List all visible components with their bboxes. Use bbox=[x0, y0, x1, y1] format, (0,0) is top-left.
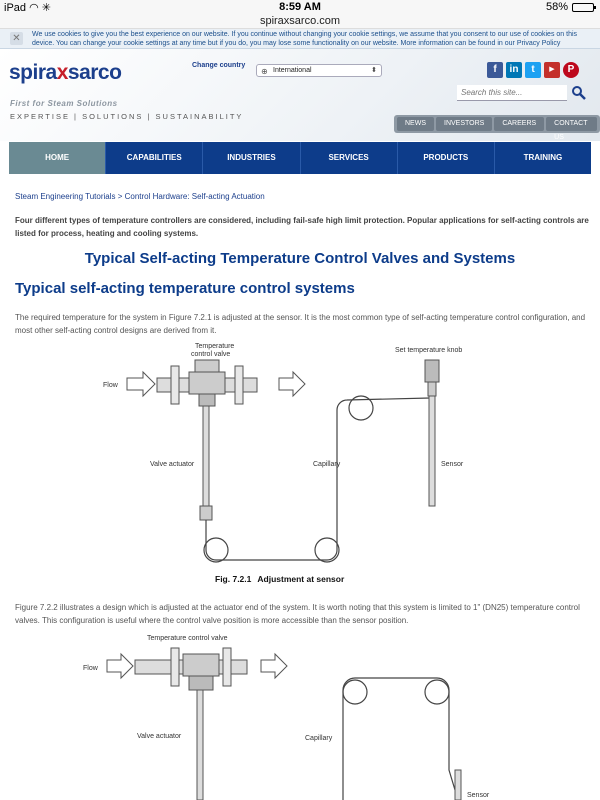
page-title: Typical Self-acting Temperature Control … bbox=[84, 250, 516, 267]
flange-right bbox=[222, 647, 232, 687]
social-links: f in t ▶ P bbox=[487, 62, 579, 78]
util-contact-us[interactable]: CONTACT US bbox=[546, 117, 597, 141]
label-sensor: Sensor bbox=[467, 792, 490, 799]
intro-text: Four different types of temperature cont… bbox=[15, 216, 589, 238]
linkedin-icon[interactable]: in bbox=[506, 62, 522, 78]
flow-arrow-out bbox=[278, 370, 306, 398]
util-news[interactable]: NEWS bbox=[397, 117, 434, 131]
label-sensor: Sensor bbox=[441, 461, 464, 468]
nav-industries[interactable]: INDUSTRIES bbox=[203, 142, 301, 174]
figure-7-2-1: Temperature control valve Flow Set tempe… bbox=[103, 343, 464, 584]
paragraph-2: Figure 7.2.2 illustrates a design which … bbox=[15, 603, 580, 625]
nav-products[interactable]: PRODUCTS bbox=[398, 142, 495, 174]
country-select[interactable]: ⊕ International ⬍ bbox=[256, 64, 382, 77]
valve-bonnet bbox=[194, 359, 220, 373]
youtube-icon[interactable]: ▶ bbox=[544, 62, 560, 78]
tagline: First for Steam Solutions bbox=[10, 99, 118, 108]
logo-text-spira: spira bbox=[9, 61, 57, 84]
battery-status: 58% bbox=[545, 1, 596, 13]
flange-left bbox=[170, 365, 180, 405]
logo-x: x bbox=[56, 61, 69, 84]
ios-status-bar: iPad ◠ ✳ 8:59 AM 58% bbox=[0, 0, 600, 15]
battery-percent: 58% bbox=[545, 1, 568, 13]
actuator-rod bbox=[202, 405, 210, 507]
valve-stem-housing bbox=[188, 675, 214, 691]
breadcrumb[interactable]: Steam Engineering Tutorials > Control Ha… bbox=[15, 192, 265, 201]
country-value: International bbox=[273, 67, 312, 74]
flange-right bbox=[234, 365, 244, 405]
device-label: iPad ◠ ✳ bbox=[4, 1, 51, 14]
pillars: EXPERTISE | SOLUTIONS | SUSTAINABILITY bbox=[10, 112, 244, 121]
globe-icon: ⊕ bbox=[261, 67, 268, 76]
valve-body bbox=[182, 653, 220, 677]
figure-7-2-2: Temperature control valve Flow Valve act… bbox=[83, 635, 490, 800]
loading-icon: ✳ bbox=[41, 2, 51, 14]
figure-caption: Fig. 7.2.1 Adjustment at sensor bbox=[215, 574, 345, 584]
flow-arrow-in bbox=[106, 652, 134, 680]
search-icon[interactable] bbox=[571, 85, 587, 101]
main-nav: HOME CAPABILITIES INDUSTRIES SERVICES PR… bbox=[9, 142, 591, 174]
caption-text: Adjustment at sensor bbox=[257, 574, 345, 584]
nav-services[interactable]: SERVICES bbox=[301, 142, 398, 174]
flow-arrow-out bbox=[260, 652, 288, 680]
label-valve-actuator: Valve actuator bbox=[137, 733, 182, 740]
paragraph-1: The required temperature for the system … bbox=[15, 313, 586, 335]
url-text: spiraxsarco.com bbox=[259, 15, 341, 27]
valve-stem-housing bbox=[198, 393, 216, 407]
logo-text-sarco: sarco bbox=[67, 61, 122, 84]
util-careers[interactable]: CAREERS bbox=[494, 117, 545, 131]
sensor-bulb bbox=[454, 769, 462, 800]
nav-home[interactable]: HOME bbox=[9, 142, 107, 174]
util-investors[interactable]: INVESTORS bbox=[436, 117, 493, 131]
change-country-label: Change country bbox=[192, 62, 246, 69]
logo[interactable]: spiraxsarco bbox=[9, 61, 122, 85]
label-flow: Flow bbox=[83, 665, 99, 672]
label-valve-line1: Temperature bbox=[195, 343, 234, 350]
capillary-tube bbox=[203, 395, 431, 563]
caption-number: Fig. 7.2.1 bbox=[215, 574, 252, 584]
site-header: spiraxsarco First for Steam Solutions EX… bbox=[0, 49, 600, 141]
flange-left bbox=[170, 647, 180, 687]
label-valve-actuator: Valve actuator bbox=[150, 461, 195, 468]
sensor-bulb bbox=[428, 395, 436, 507]
label-flow: Flow bbox=[103, 382, 119, 389]
label-set-temperature-knob: Set temperature knob bbox=[395, 347, 462, 354]
actuator-rod bbox=[196, 689, 204, 800]
capillary-tube bbox=[342, 677, 456, 800]
label-valve: Temperature control valve bbox=[147, 635, 228, 642]
select-caret-icon: ⬍ bbox=[371, 67, 377, 74]
address-bar[interactable]: spiraxsarco.com bbox=[0, 15, 600, 29]
valve-body bbox=[188, 371, 226, 395]
wifi-icon: ◠ bbox=[29, 2, 39, 14]
nav-training[interactable]: TRAINING bbox=[523, 153, 563, 162]
search-input[interactable] bbox=[457, 85, 567, 101]
cookie-banner: ✕ We use cookies to give you the best ex… bbox=[0, 29, 600, 49]
twitter-icon[interactable]: t bbox=[525, 62, 541, 78]
label-capillary: Capillary bbox=[305, 735, 333, 742]
label-capillary: Capillary bbox=[313, 461, 341, 468]
label-valve-line2: control valve bbox=[191, 351, 230, 358]
set-temperature-knob bbox=[424, 359, 440, 383]
clock: 8:59 AM bbox=[279, 1, 321, 13]
section-heading: Typical self-acting temperature control … bbox=[15, 280, 355, 297]
cookie-message: We use cookies to give you the best expe… bbox=[32, 31, 578, 47]
nav-capabilities[interactable]: CAPABILITIES bbox=[106, 142, 204, 174]
device-name: iPad bbox=[4, 2, 27, 14]
flow-arrow-in bbox=[126, 370, 156, 398]
battery-icon bbox=[572, 2, 596, 12]
actuator-coupling bbox=[199, 505, 213, 521]
pinterest-icon[interactable]: P bbox=[563, 62, 579, 78]
facebook-icon[interactable]: f bbox=[487, 62, 503, 78]
close-icon[interactable]: ✕ bbox=[10, 32, 23, 45]
utility-nav: NEWS INVESTORS CAREERS CONTACT US bbox=[394, 115, 600, 141]
